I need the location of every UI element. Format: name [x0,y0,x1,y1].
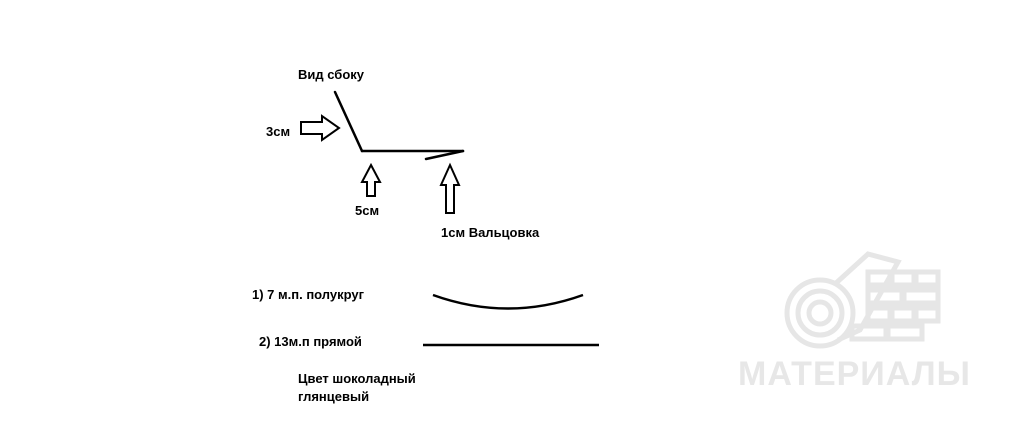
roll-edge-dimension-label: 1см Вальцовка [441,225,540,240]
item-straight-label: 2) 13м.п прямой [259,334,362,349]
watermark-logo-icon [784,251,941,349]
arrow-up-icon [439,162,461,214]
arrow-up-icon [360,162,382,197]
flange-dimension-label: 3см [266,124,291,139]
profile-fold-line [424,149,465,161]
side-view-title: Вид сбоку [298,67,365,82]
item-semicircle-label: 1) 7 м.п. полукруг [252,287,365,302]
profile-flange-line [333,90,364,153]
color-note-line2: глянцевый [298,389,370,404]
semicircle-curve-shape [432,293,584,310]
profile-side-view [333,90,465,161]
base-dimension-label: 5см [355,203,380,218]
arrow-right-icon [300,114,341,142]
color-note-line1: Цвет шоколадный [298,371,416,386]
watermark-text: МАТЕРИАЛЫ [738,355,971,393]
